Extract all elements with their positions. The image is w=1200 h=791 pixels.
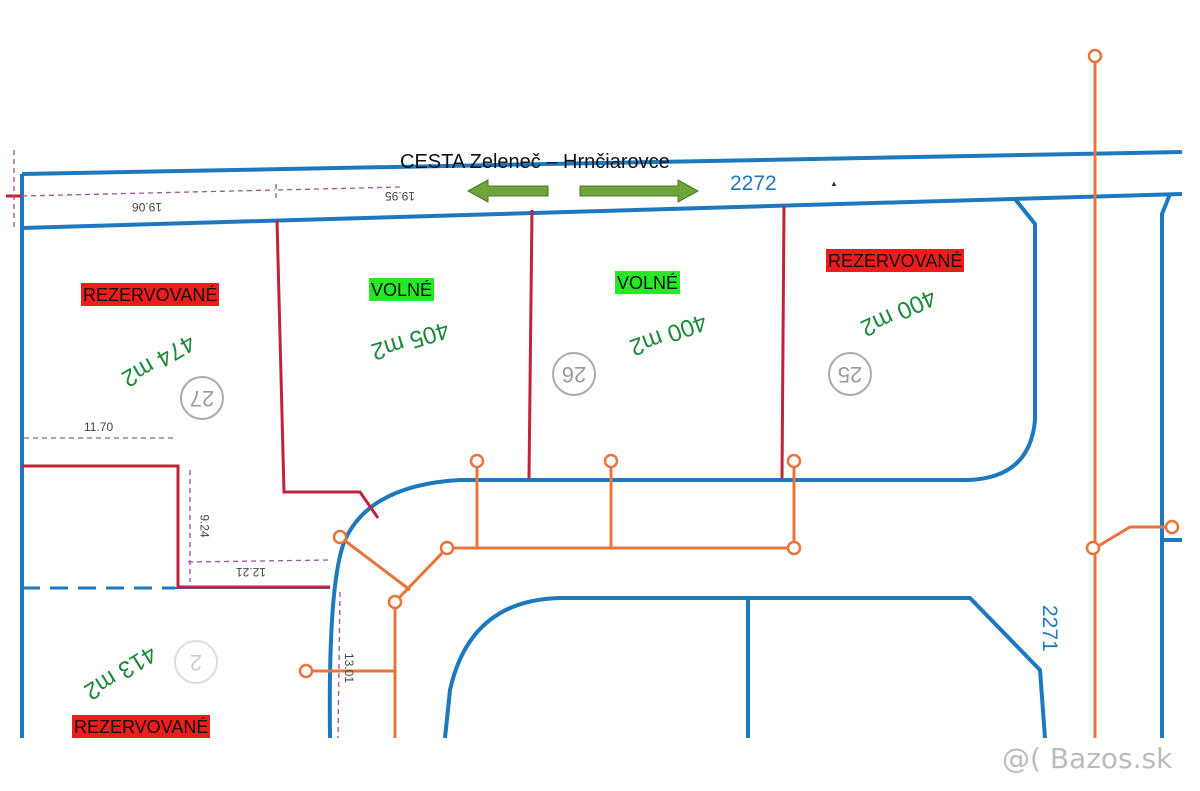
plot-number-25: 25 [828,352,872,396]
watermark: @( Bazos.sk [1002,742,1173,775]
status-plot-bottom: REZERVOVANÉ [72,715,211,738]
parcel-number-2272: 2272 [730,172,777,195]
plot-number-26: 26 [552,352,596,396]
dimension-d1: 19.06 [132,200,163,214]
road-title: CESTA Zeleneč – Hrnčiarovce [400,151,670,173]
direction-arrows [466,179,700,203]
status-plot-25: REZERVOVANÉ [826,249,965,272]
dimension-d4: 9.24 [197,514,212,538]
status-plot-27: REZERVOVANÉ [81,283,220,306]
status-plot-26: VOLNÉ [615,271,681,294]
dimension-d3: 11.70 [84,420,114,434]
plot-number-bottom: 2 [174,640,218,684]
plot-boundaries [6,194,786,589]
road-edges [20,150,1183,739]
plot-number-27: 27 [180,376,224,420]
status-plot-free-left: VOLNÉ [369,278,435,301]
dimension-d6: 13.01 [342,652,357,684]
north-mark: ▲ [830,179,838,188]
dimension-lines [13,150,401,739]
dimension-d2: 19.95 [385,189,416,203]
dimension-d5: 12.21 [236,565,267,579]
utility-nodes [298,48,1180,679]
parcel-number-2271: 2271 [1038,605,1061,652]
